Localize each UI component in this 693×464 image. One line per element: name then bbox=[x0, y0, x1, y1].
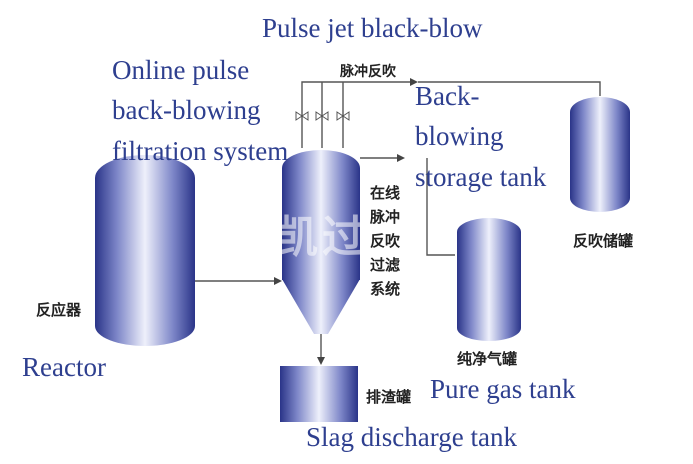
label-cn-backblow-tank: 反吹储罐 bbox=[573, 232, 633, 250]
watermark-text: 雄凯过滤 bbox=[226, 212, 418, 263]
reactor-tank bbox=[95, 155, 195, 346]
label-cn-filter-5: 系统 bbox=[370, 280, 400, 298]
label-backblow-line3: storage tank bbox=[415, 162, 547, 192]
label-pure-gas-tank: Pure gas tank bbox=[430, 374, 576, 404]
label-cn-pure-gas-tank: 纯净气罐 bbox=[457, 350, 517, 368]
piping bbox=[195, 78, 601, 365]
label-cn-slag-tank: 排渣罐 bbox=[366, 388, 411, 406]
label-cn-filter-2: 脉冲 bbox=[369, 208, 400, 226]
label-cn-filter-3: 反吹 bbox=[370, 232, 401, 250]
label-slag-discharge-tank: Slag discharge tank bbox=[306, 422, 517, 452]
valve-2 bbox=[315, 111, 329, 121]
label-pulse-jet: Pulse jet black-blow bbox=[262, 13, 483, 43]
pure-gas-tank bbox=[457, 218, 521, 341]
label-cn-filter-4: 过滤 bbox=[370, 256, 400, 274]
label-online-line2: back-blowing bbox=[112, 95, 260, 125]
label-backblow-line1: Back- bbox=[415, 81, 479, 111]
label-reactor: Reactor bbox=[22, 352, 106, 382]
valve-3 bbox=[336, 111, 350, 121]
label-cn-filter-1: 在线 bbox=[370, 184, 400, 202]
label-backblow-line2: blowing bbox=[415, 121, 504, 151]
label-cn-pulse-backblow: 脉冲反吹 bbox=[339, 63, 397, 80]
label-cn-reactor: 反应器 bbox=[36, 301, 82, 319]
backblow-storage-tank bbox=[570, 97, 630, 212]
valve-1 bbox=[295, 111, 309, 121]
label-online-line1: Online pulse bbox=[112, 55, 249, 85]
filtration-vessel bbox=[282, 150, 360, 334]
slag-tank bbox=[280, 366, 358, 422]
label-online-line3: filtration system bbox=[112, 136, 288, 166]
valve-row bbox=[295, 111, 350, 121]
